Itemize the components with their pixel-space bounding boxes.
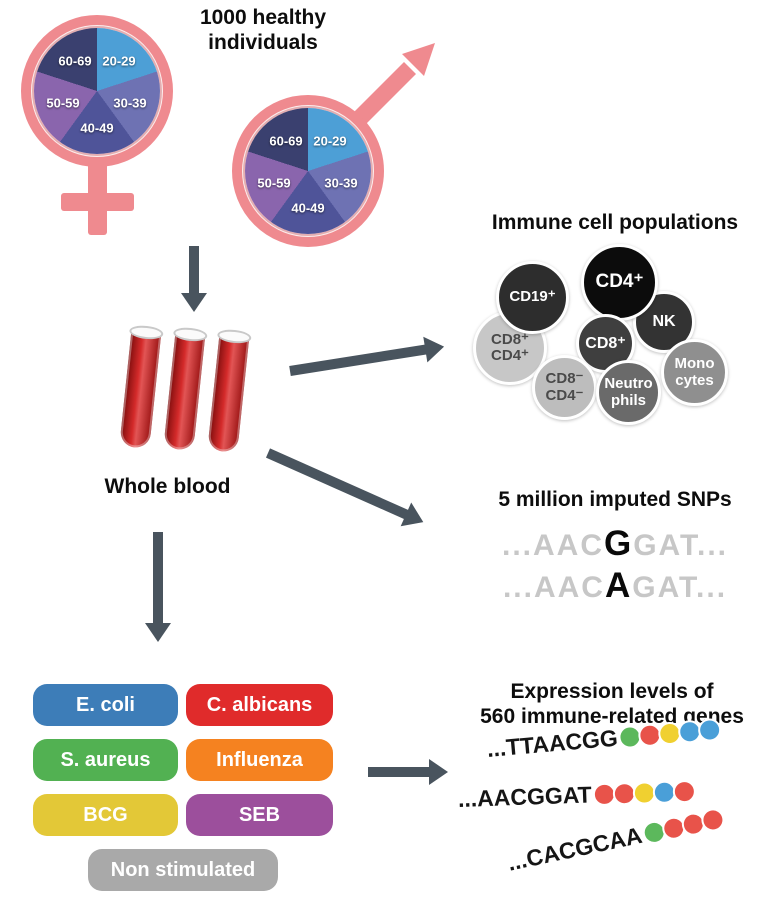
expression-dots [617,717,723,750]
stimulus-e-coli: E. coli [33,684,178,726]
arrow-to-blood-icon [189,246,199,294]
male-age-pie: 20-29 30-39 40-49 50-59 60-69 [245,108,371,234]
blood-tubes-group [119,324,272,462]
blood-tube-icon [161,326,208,455]
stimulus-non-stimulated: Non stimulated [88,849,278,891]
expression-dots [640,806,727,847]
tube-blood [119,330,162,449]
expression-dot [697,717,723,743]
expression-row: ...AACGGAT [458,778,697,813]
blood-tube-icon [205,328,252,457]
arrow-to-snps-icon [265,448,409,520]
cell-cd8neg-cd4neg: CD8⁻ CD4⁻ [532,355,597,420]
stimulus-s-aureus: S. aureus [33,739,178,781]
pie-label-20-29: 20-29 [313,133,347,149]
cell-neutrophils: Neutro phils [596,360,661,425]
snp-variant-allele: G [603,524,634,563]
female-age-pie: 20-29 30-39 40-49 50-59 60-69 [34,28,160,154]
blood-tube-icon [117,324,164,453]
pie-label-30-39: 30-39 [113,95,147,111]
stimulus-bcg: BCG [33,794,178,836]
pie-label-50-59: 50-59 [46,95,80,111]
pie-label-50-59: 50-59 [257,175,291,191]
stimulus-seb: SEB [186,794,333,836]
pie-label-60-69: 60-69 [269,133,303,149]
expression-dots [592,779,696,807]
female-symbol-crossbar [61,193,134,211]
female-ring: 20-29 30-39 40-49 50-59 60-69 [21,15,173,167]
cell-cd19: CD19⁺ [496,261,569,334]
arrow-to-cells-icon [289,344,428,376]
cell-cd4: CD4⁺ [581,244,658,321]
expression-title-line1: Expression levels of [510,680,714,703]
expression-sequence: ...TTAACGG [485,724,619,762]
arrow-to-expression-icon [368,767,430,777]
figure-title-line1: 1000 healthy [199,6,327,29]
snps-title: 5 million imputed SNPs [498,488,732,511]
expression-row: ...CACGCAA [505,804,727,876]
male-arrow-icon [351,43,435,127]
male-ring: 20-29 30-39 40-49 50-59 60-69 [232,95,384,247]
pie-label-60-69: 60-69 [58,53,92,69]
snp-seq-prefix: ...AAC [501,529,604,562]
cell-monocytes: Mono cytes [661,339,728,406]
expression-sequence: ...CACGCAA [505,821,645,876]
stimulus-influenza: Influenza [186,739,333,781]
pie-label-30-39: 30-39 [324,175,358,191]
snp-sequence-alt: ...AACAGAT... [455,566,771,606]
male-icon: 20-29 30-39 40-49 50-59 60-69 [232,38,442,253]
arrow-to-stimuli-icon [153,532,163,624]
tube-blood [207,334,250,453]
snp-seq-prefix: ...AAC [502,571,605,604]
female-icon: 20-29 30-39 40-49 50-59 60-69 [21,15,181,255]
snp-sequence-ref: ...AACGGAT... [455,524,771,564]
expression-dot [672,779,696,804]
figure-title-line2: individuals [208,30,318,54]
snp-seq-suffix: GAT... [632,571,728,604]
expression-sequence: ...AACGGAT [457,781,593,812]
pie-label-20-29: 20-29 [102,53,136,69]
stimulus-c-albicans: C. albicans [186,684,333,726]
pie-label-40-49: 40-49 [291,200,325,216]
whole-blood-label: Whole blood [104,475,231,498]
expression-title: Expression levels of 560 immune-related … [452,680,771,730]
tube-blood [163,332,206,451]
pie-label-40-49: 40-49 [80,120,114,136]
figure-title: 1000 healthy individuals [168,6,358,56]
snp-seq-suffix: GAT... [633,529,728,562]
immune-cells-title: Immune cell populations [491,211,739,234]
expression-title-line2: 560 immune-related genes [480,704,744,728]
snp-variant-allele: A [604,566,633,605]
